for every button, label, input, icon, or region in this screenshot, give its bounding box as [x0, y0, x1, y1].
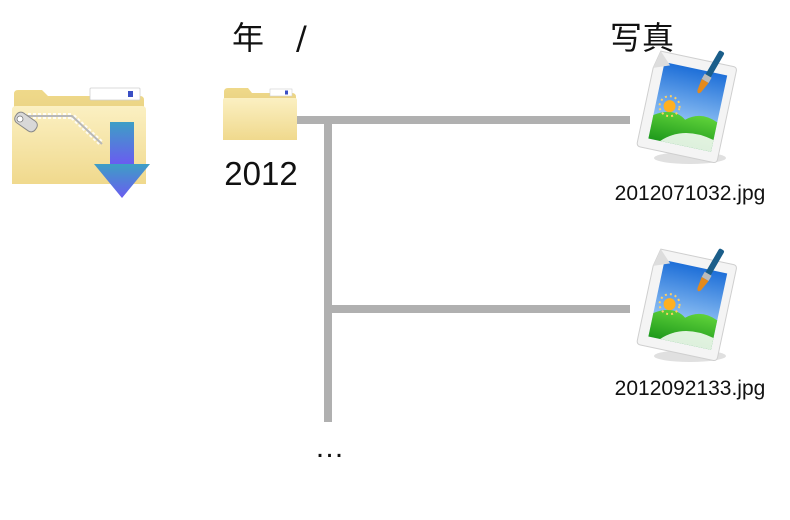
image-file-icon[interactable]	[628, 48, 744, 168]
zip-folder-download-icon[interactable]	[12, 86, 162, 204]
folder-icon[interactable]	[222, 86, 298, 142]
connector-branch-1	[296, 116, 630, 124]
header-year-label: 年 /	[232, 19, 307, 57]
header-photo-label: 写真	[610, 19, 675, 57]
image-file-icon[interactable]	[628, 246, 744, 366]
file-name-label[interactable]: 2012071032.jpg	[614, 182, 766, 205]
connector-trunk	[324, 116, 332, 422]
file-name-label[interactable]: 2012092133.jpg	[614, 377, 766, 400]
more-items-indicator: …	[314, 431, 346, 464]
connector-branch-2	[328, 305, 630, 313]
year-folder-label: 2012	[224, 155, 298, 192]
